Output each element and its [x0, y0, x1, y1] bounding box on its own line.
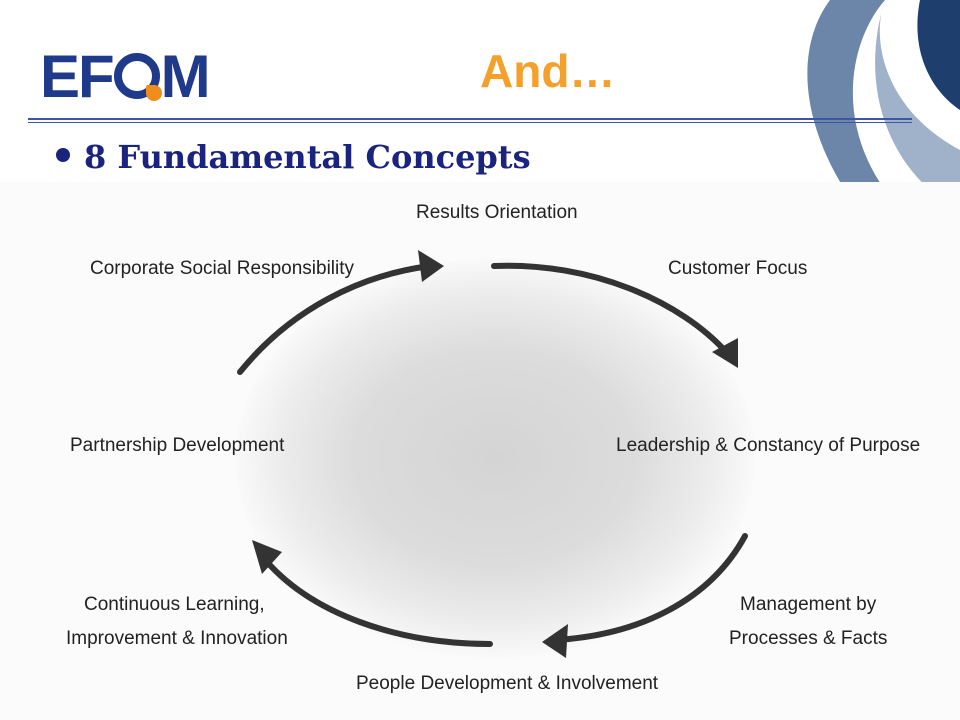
arrow-bottom-right — [542, 533, 748, 658]
concept-partnership-development: Partnership Development — [70, 435, 285, 456]
slide-title: And… — [480, 45, 616, 97]
bullet-dot-icon — [56, 148, 70, 162]
concept-people-development: People Development & Involvement — [356, 673, 659, 694]
header-divider — [28, 118, 912, 120]
concept-continuous-learning-line2: Improvement & Innovation — [66, 628, 288, 649]
corner-swoosh-decoration — [807, 0, 960, 190]
efqm-logo: EF M — [40, 42, 211, 112]
header-divider-thin — [28, 122, 912, 123]
concept-continuous-learning-line1: Continuous Learning, — [84, 594, 265, 615]
concept-management-line1: Management by — [740, 594, 877, 615]
logo-text-left: EF — [40, 43, 115, 110]
diagram-center-glow — [235, 258, 755, 658]
concept-management-line2: Processes & Facts — [729, 628, 888, 649]
bullet-text: 8 Fundamental Concepts — [84, 138, 531, 176]
logo-text-right: M — [160, 43, 211, 110]
arrow-top-right — [491, 262, 738, 368]
concept-customer-focus: Customer Focus — [668, 258, 808, 279]
bullet-point: 8 Fundamental Concepts — [56, 138, 531, 176]
concept-corporate-social-responsibility: Corporate Social Responsibility — [90, 258, 355, 279]
arrow-top-left — [237, 250, 444, 375]
logo-q-ring-icon — [113, 53, 162, 101]
concept-results-orientation: Results Orientation — [416, 202, 578, 223]
concept-leadership: Leadership & Constancy of Purpose — [616, 435, 921, 456]
arrow-bottom-left — [252, 540, 493, 647]
